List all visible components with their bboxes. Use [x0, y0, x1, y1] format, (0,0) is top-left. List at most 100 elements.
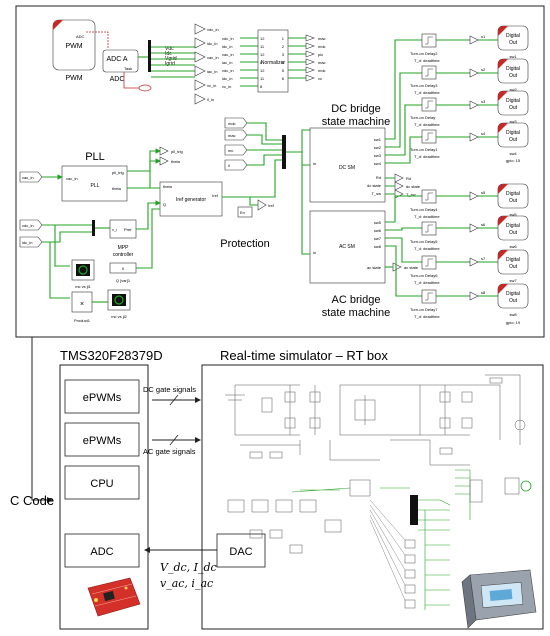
svg-text:Pref: Pref — [124, 227, 132, 232]
enable-block[interactable]: En — [237, 206, 253, 218]
svg-text:idc_in: idc_in — [22, 240, 32, 245]
adc-block[interactable]: ADC A ADC Task — [102, 49, 139, 83]
svg-text:Digital: Digital — [506, 257, 520, 263]
svg-text:sw2: sw2 — [374, 145, 382, 150]
normalizer-inputs: vdc_in idc_in vac_in iac_in vdc_in idc_i… — [222, 36, 234, 89]
dac-block[interactable]: DAC — [216, 533, 266, 568]
scope-2[interactable]: mc vs jl2 — [107, 289, 131, 319]
svg-text:mac: mac — [318, 60, 326, 65]
svg-text:T_d: deadtime: T_d: deadtime — [414, 90, 440, 95]
mcu-epwm-1[interactable]: ePWMs — [64, 379, 140, 414]
turn-on-delay-1[interactable]: Turn-on Delay1 T_d: deadtime — [410, 129, 440, 159]
svg-text:s2: s2 — [481, 67, 486, 72]
normalizer-outputs: mac mdc pic mac mdc vc — [305, 34, 326, 82]
dc-signal-tags: s1 s2 s3 s4 — [469, 34, 486, 142]
svg-text:idc_in: idc_in — [222, 76, 232, 81]
svg-text:Digital: Digital — [506, 66, 520, 72]
svg-text:vdc_in: vdc_in — [22, 223, 34, 228]
svg-text:v_i: v_i — [112, 227, 117, 232]
digital-out-sw3[interactable]: Digital Out sw3 — [497, 90, 529, 124]
turn-on-delay-7[interactable]: Turn-on Delay7 T_d: deadtime — [410, 289, 440, 319]
svg-text:mc vs jl1: mc vs jl1 — [75, 284, 91, 289]
digital-out-sw2[interactable]: Digital Out sw2 — [497, 58, 529, 92]
dc-state-machine-block[interactable]: DC SM in sw1 sw2 sw3 sw4 Rd dc state T_s… — [309, 127, 386, 203]
dc-gate-label: DC gate signals — [143, 385, 196, 394]
svg-text:8: 8 — [260, 84, 263, 89]
digital-out-sw7[interactable]: Digital Out sw7 — [497, 249, 529, 283]
svg-text:T_d: deadtime: T_d: deadtime — [414, 122, 440, 127]
ac-state-machine-block[interactable]: AC SM in sw5 sw6 sw7 sw8 ac state — [309, 210, 386, 284]
svg-text:AC SM: AC SM — [339, 244, 355, 250]
svg-text:8: 8 — [260, 60, 263, 65]
ac-signal-tags: s5 s6 s7 s8 — [469, 190, 486, 301]
svg-text:vdc_in: vdc_in — [222, 36, 234, 41]
svg-text:T_sw: T_sw — [406, 192, 416, 197]
svg-text:sw5: sw5 — [509, 212, 517, 217]
adc-task: Task — [124, 66, 132, 71]
svg-text:Q [var]1: Q [var]1 — [116, 278, 131, 283]
svg-text:vc_in: vc_in — [222, 84, 231, 89]
svg-text:Turn-on Delay6: Turn-on Delay6 — [410, 273, 438, 278]
svg-text:sw3: sw3 — [509, 119, 517, 124]
turn-on-delay-6[interactable]: Turn-on Delay6 T_d: deadtime — [410, 255, 440, 285]
svg-text:12: 12 — [260, 36, 265, 41]
svg-text:1: 1 — [282, 36, 285, 41]
svg-text:T_d: deadtime: T_d: deadtime — [414, 154, 440, 159]
svg-text:iac_in: iac_in — [207, 69, 217, 74]
svg-text:sw5: sw5 — [374, 220, 382, 225]
svg-text:CPU: CPU — [90, 478, 113, 490]
mcu-epwm-2[interactable]: ePWMs — [64, 422, 140, 457]
scope-1[interactable]: mc vs jl1 — [71, 259, 95, 289]
pwm-block[interactable]: PWM PWM ADC — [52, 19, 96, 82]
svg-text:Out: Out — [509, 40, 518, 46]
svg-text:12: 12 — [260, 52, 265, 57]
svg-text:0: 0 — [122, 266, 125, 271]
svg-text:s7: s7 — [481, 256, 486, 261]
mpp-input-tags: vdc_in idc_in — [19, 219, 43, 248]
adc-block-caption: ADC — [110, 76, 125, 83]
svg-text:Out: Out — [509, 264, 518, 270]
digital-out-sw6[interactable]: Digital Out sw6 — [497, 215, 529, 249]
svg-text:pic: pic — [318, 52, 323, 57]
launchpad-board-image — [87, 577, 141, 617]
svg-text:Out: Out — [509, 198, 518, 204]
svg-text:vac_in: vac_in — [66, 176, 78, 181]
meas-line-2: v_ac, i_ac — [160, 577, 213, 590]
digital-out-sw5[interactable]: Digital Out sw5 — [497, 183, 529, 217]
svg-text:in: in — [313, 161, 316, 166]
svg-text:gpio: 19: gpio: 19 — [506, 320, 521, 325]
digital-out-sw8[interactable]: Digital Out sw8 gpio: 19 — [497, 283, 529, 325]
normalizer-label: Normalizer — [261, 60, 286, 66]
mcu-cpu[interactable]: CPU — [64, 465, 140, 500]
svg-text:En: En — [240, 210, 245, 215]
pll-block[interactable]: PLL vac_in pll_trig theta — [61, 165, 128, 202]
svg-text:DAC: DAC — [229, 546, 252, 558]
svg-text:4: 4 — [282, 60, 285, 65]
svg-text:Turn-on Delay: Turn-on Delay — [410, 115, 435, 120]
protection-title: Protection — [220, 238, 270, 250]
mcu-adc[interactable]: ADC — [64, 533, 140, 568]
pll-goto-tags: pll_trig theta — [159, 146, 183, 166]
svg-text:MPP: MPP — [118, 245, 130, 251]
digital-out-sw4[interactable]: Digital Out sw4 gpio: 15 — [497, 122, 529, 163]
svg-text:sw6: sw6 — [509, 244, 517, 249]
normalizer-block[interactable]: 12 11 12 8 12 11 8 1 2 3 4 5 6 — [257, 29, 289, 93]
ac-sm-title-2: state machine — [322, 307, 390, 319]
svg-text:il_in: il_in — [207, 97, 214, 102]
digital-out-sw1[interactable]: Digital Out sw1 — [497, 25, 529, 59]
svg-text:T_d: deadtime: T_d: deadtime — [414, 246, 440, 251]
svg-text:Iref: Iref — [212, 193, 219, 198]
svg-text:mac: mac — [228, 133, 236, 138]
svg-text:Turn-on Delay4: Turn-on Delay4 — [410, 207, 438, 212]
svg-text:Turn-on Delay5: Turn-on Delay5 — [410, 239, 438, 244]
svg-text:5: 5 — [282, 68, 285, 73]
iref-generator-block[interactable]: Iref generator theta Q Iref — [159, 181, 223, 217]
svg-text:sw7: sw7 — [374, 236, 382, 241]
svg-text:dc state: dc state — [406, 184, 421, 189]
svg-text:theta: theta — [171, 159, 181, 164]
turn-on-delay-3[interactable]: Turn-on Delay3 T_d: deadtime — [410, 65, 440, 95]
svg-text:s8: s8 — [481, 290, 486, 295]
product-block[interactable]: × Product1 — [71, 291, 93, 323]
svg-text:12: 12 — [260, 68, 265, 73]
